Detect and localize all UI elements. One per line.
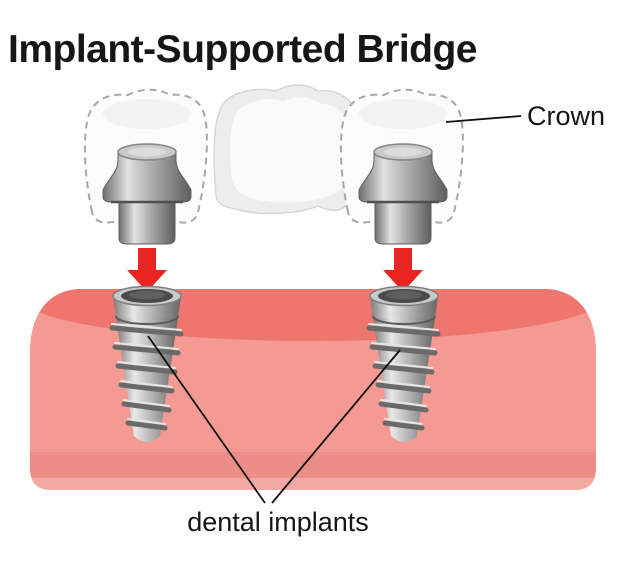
gum-block — [30, 289, 596, 490]
crown-label: Crown — [527, 101, 606, 131]
implant-callout-lines — [147, 335, 401, 504]
down-arrow-right-icon — [383, 248, 423, 292]
right-crown-outline — [339, 88, 464, 224]
down-arrow-left-icon — [127, 248, 167, 292]
crown-callout-line — [445, 115, 522, 123]
page-title: Implant-Supported Bridge — [8, 28, 478, 72]
left-crown-outline — [83, 88, 208, 224]
pontic-crown — [213, 84, 362, 215]
implants-label: dental implants — [187, 507, 369, 537]
